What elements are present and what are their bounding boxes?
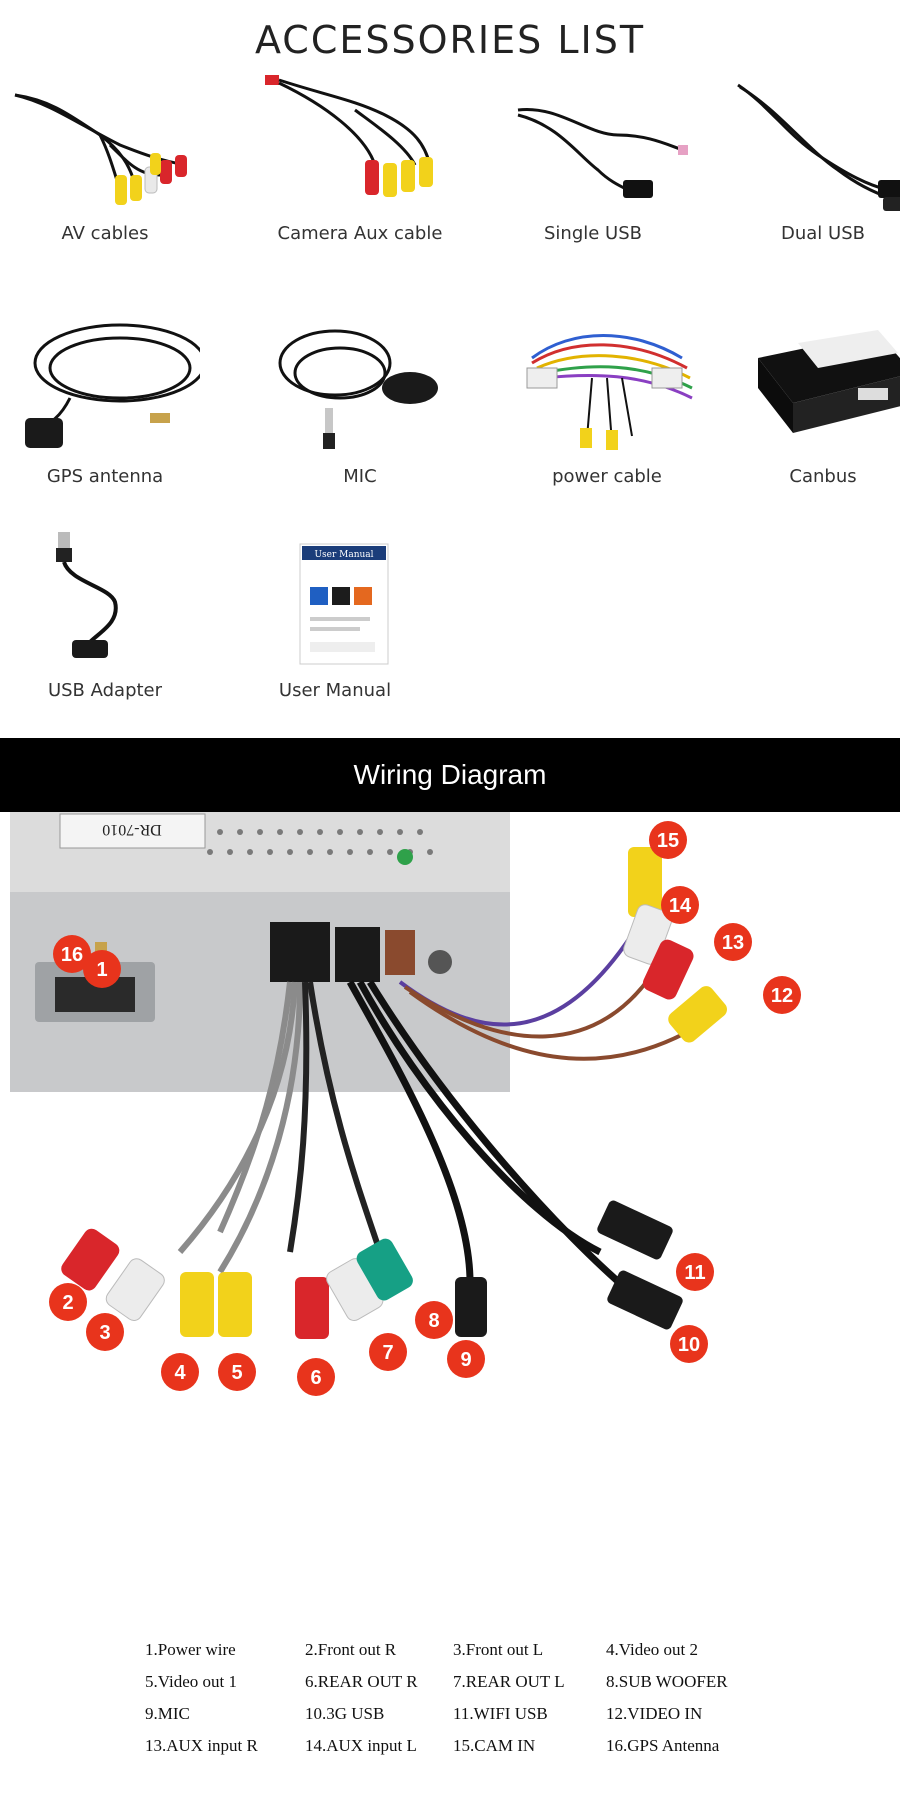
legend-item: 10.3G USB — [305, 1704, 385, 1723]
accessory-dual-usb: Dual USB — [718, 75, 900, 265]
legend-item: 13.AUX input R — [145, 1736, 258, 1755]
accessory-gps-antenna: GPS antenna — [0, 318, 210, 508]
marker-4: 4 — [174, 1362, 186, 1384]
legend-item: 9.MIC — [145, 1704, 190, 1723]
legend-row: 1.Power wire 2.Front out R 3.Front out L… — [130, 1640, 770, 1672]
unit-model-label: DR-7010 — [102, 821, 162, 838]
marker-5: 5 — [231, 1362, 242, 1384]
legend-row: 5.Video out 1 6.REAR OUT R 7.REAR OUT L … — [130, 1672, 770, 1704]
legend-item: 5.Video out 1 — [145, 1672, 237, 1691]
usb-adapter-icon — [56, 532, 118, 658]
accessory-label: GPS antenna — [46, 466, 164, 487]
marker-7: 7 — [382, 1342, 393, 1364]
accessory-camera-aux-cable: Camera Aux cable — [255, 75, 465, 265]
accessory-user-manual: User Manual User Manual — [230, 532, 440, 722]
marker-6: 6 — [310, 1367, 321, 1389]
marker-11: 11 — [684, 1262, 705, 1284]
accessory-label: power cable — [552, 466, 662, 487]
accessory-single-usb: Single USB — [488, 75, 698, 265]
accessory-label: Dual USB — [781, 223, 865, 244]
canbus-icon — [758, 330, 900, 433]
wiring-diagram-title: Wiring Diagram — [0, 738, 900, 812]
legend-row: 9.MIC 10.3G USB 11.WIFI USB 12.VIDEO IN — [130, 1704, 770, 1736]
legend-item: 1.Power wire — [145, 1640, 236, 1659]
legend-item: 11.WIFI USB — [453, 1704, 548, 1723]
user-manual-icon: User Manual — [299, 543, 389, 665]
legend-item: 2.Front out R — [305, 1640, 397, 1659]
accessory-label: USB Adapter — [47, 680, 163, 701]
camera-aux-cable-icon — [265, 75, 433, 197]
accessory-usb-adapter: USB Adapter — [0, 532, 210, 722]
accessory-label: Camera Aux cable — [277, 223, 443, 244]
marker-14: 14 — [669, 895, 692, 917]
single-usb-icon — [517, 107, 688, 198]
dual-usb-icon — [737, 83, 900, 211]
power-cable-icon — [526, 334, 693, 450]
legend-item: 15.CAM IN — [453, 1736, 536, 1755]
marker-2: 2 — [62, 1292, 73, 1314]
legend-row: 13.AUX input R 14.AUX input L 15.CAM IN … — [130, 1736, 770, 1768]
legend-item: 6.REAR OUT R — [305, 1672, 418, 1691]
marker-15: 15 — [657, 830, 679, 852]
marker-8: 8 — [428, 1310, 439, 1332]
accessory-mic: MIC — [255, 318, 465, 508]
accessory-label: MIC — [343, 466, 377, 487]
accessory-label: Canbus — [789, 466, 857, 487]
legend-item: 12.VIDEO IN — [606, 1704, 703, 1723]
marker-1: 1 — [96, 959, 107, 981]
marker-3: 3 — [99, 1322, 110, 1344]
wiring-legend: 1.Power wire 2.Front out R 3.Front out L… — [130, 1640, 770, 1768]
legend-item: 16.GPS Antenna — [606, 1736, 720, 1755]
legend-item: 3.Front out L — [453, 1640, 544, 1659]
legend-item: 7.REAR OUT L — [453, 1672, 565, 1691]
mic-icon — [278, 329, 438, 449]
av-cables-icon — [14, 93, 187, 205]
marker-12: 12 — [771, 985, 793, 1007]
legend-item: 4.Video out 2 — [606, 1640, 698, 1659]
manual-cover-text: User Manual — [314, 550, 373, 560]
accessories-title: ACCESSORIES LIST — [254, 18, 646, 62]
accessory-label: User Manual — [278, 680, 392, 701]
gps-antenna-icon — [25, 323, 200, 448]
accessory-canbus: Canbus — [718, 318, 900, 508]
marker-16: 16 — [61, 944, 83, 966]
accessory-label: Single USB — [543, 223, 642, 244]
marker-10: 10 — [678, 1334, 700, 1356]
wiring-diagram-illustration: DR-7010 1 2 3 4 5 6 7 8 9 10 11 12 — [10, 812, 801, 1396]
marker-9: 9 — [460, 1349, 471, 1371]
accessory-label: AV cables — [61, 223, 149, 244]
accessory-av-cables: AV cables — [0, 75, 210, 265]
accessory-power-cable: power cable — [502, 318, 712, 508]
legend-item: 8.SUB WOOFER — [606, 1672, 728, 1691]
marker-13: 13 — [722, 932, 744, 954]
legend-item: 14.AUX input L — [305, 1736, 417, 1755]
